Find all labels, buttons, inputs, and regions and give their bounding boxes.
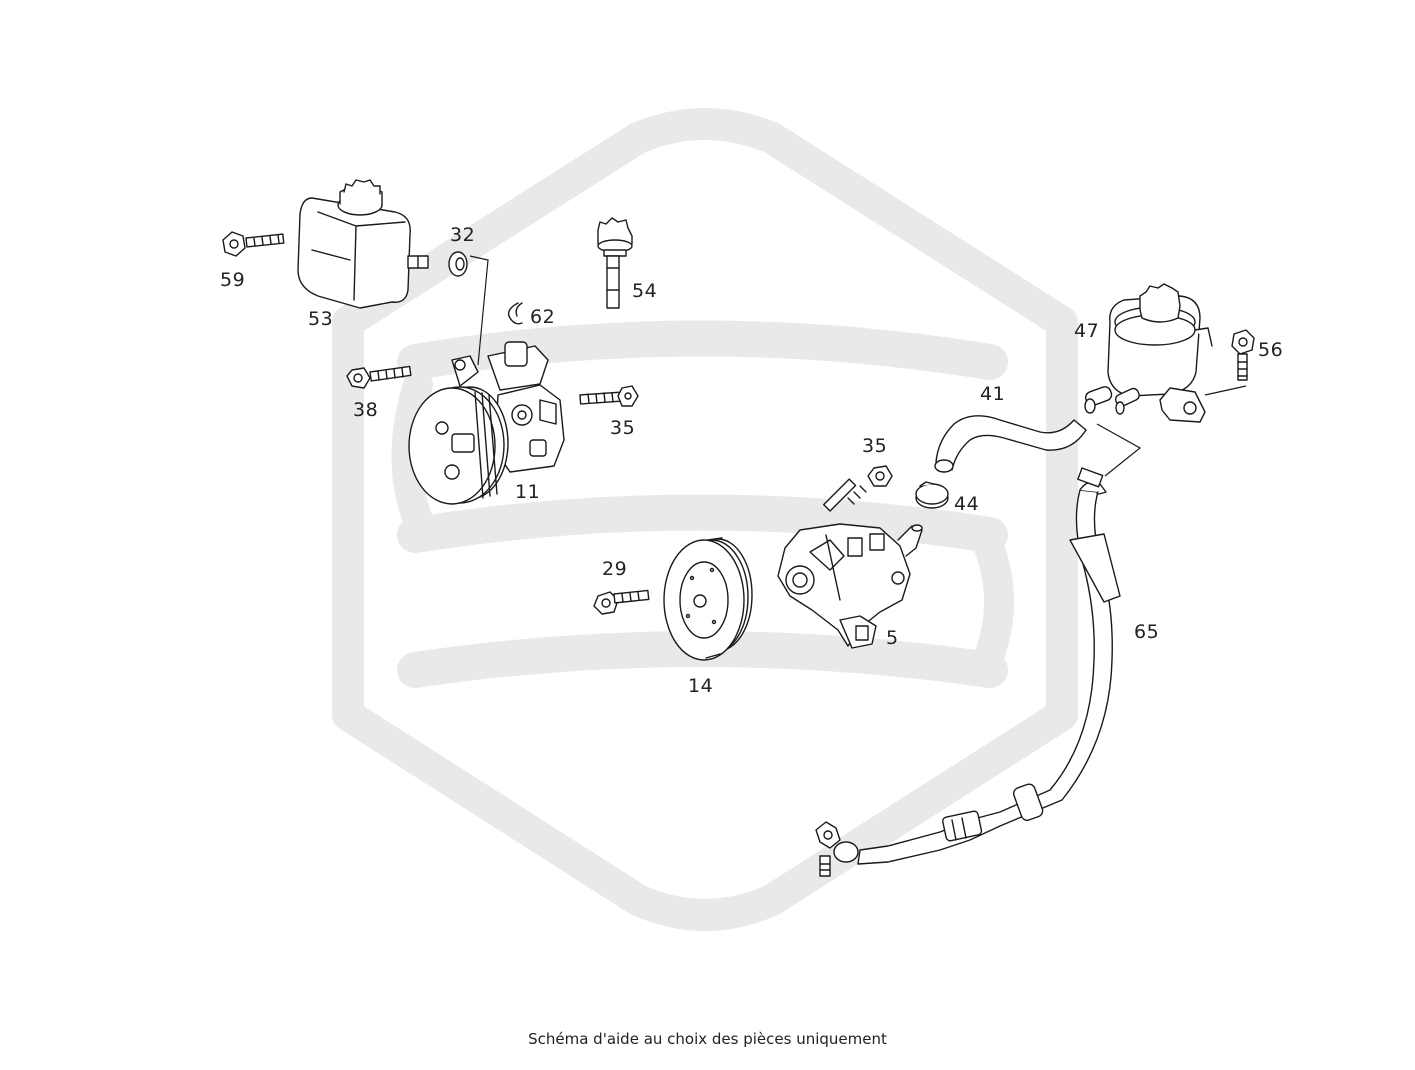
callout-44[interactable]: 44 <box>954 493 979 515</box>
hose-41[interactable] <box>934 415 1087 473</box>
seal-32[interactable] <box>448 251 468 277</box>
callout-41[interactable]: 41 <box>980 383 1005 405</box>
pump-assembly-11[interactable] <box>408 341 565 505</box>
bolt-59[interactable] <box>222 231 285 257</box>
callout-62[interactable]: 62 <box>530 306 555 328</box>
callout-29[interactable]: 29 <box>602 558 627 580</box>
callout-56[interactable]: 56 <box>1258 339 1283 361</box>
callout-65[interactable]: 65 <box>1134 621 1159 643</box>
diagram-caption: Schéma d'aide au choix des pièces unique… <box>528 1030 887 1048</box>
callout-35-lower[interactable]: 35 <box>862 435 887 457</box>
pulley-14[interactable] <box>663 537 753 661</box>
callout-14[interactable]: 14 <box>688 675 713 697</box>
callout-53[interactable]: 53 <box>308 308 333 330</box>
bolt-29[interactable] <box>593 589 650 615</box>
reservoir-53[interactable] <box>297 179 429 309</box>
clip-62[interactable] <box>507 302 523 325</box>
bolt-56[interactable] <box>1231 329 1255 381</box>
callout-35-upper[interactable]: 35 <box>610 417 635 439</box>
bolt-35-lower[interactable] <box>823 465 893 512</box>
hose-clamp-44[interactable] <box>915 481 949 509</box>
bolt-38[interactable] <box>346 365 412 389</box>
callout-32[interactable]: 32 <box>450 224 475 246</box>
callout-11[interactable]: 11 <box>515 481 540 503</box>
filler-cap-54[interactable] <box>597 217 633 309</box>
callout-54[interactable]: 54 <box>632 280 657 302</box>
pressure-hose-65[interactable] <box>815 467 1121 877</box>
brand-logo-watermark <box>332 108 1078 931</box>
bolt-35-upper[interactable] <box>579 385 639 407</box>
callout-38[interactable]: 38 <box>353 399 378 421</box>
reservoir-47[interactable] <box>1084 283 1213 423</box>
pump-body-5[interactable] <box>777 523 923 649</box>
callout-47[interactable]: 47 <box>1074 320 1099 342</box>
callout-59[interactable]: 59 <box>220 269 245 291</box>
callout-5[interactable]: 5 <box>886 627 899 649</box>
